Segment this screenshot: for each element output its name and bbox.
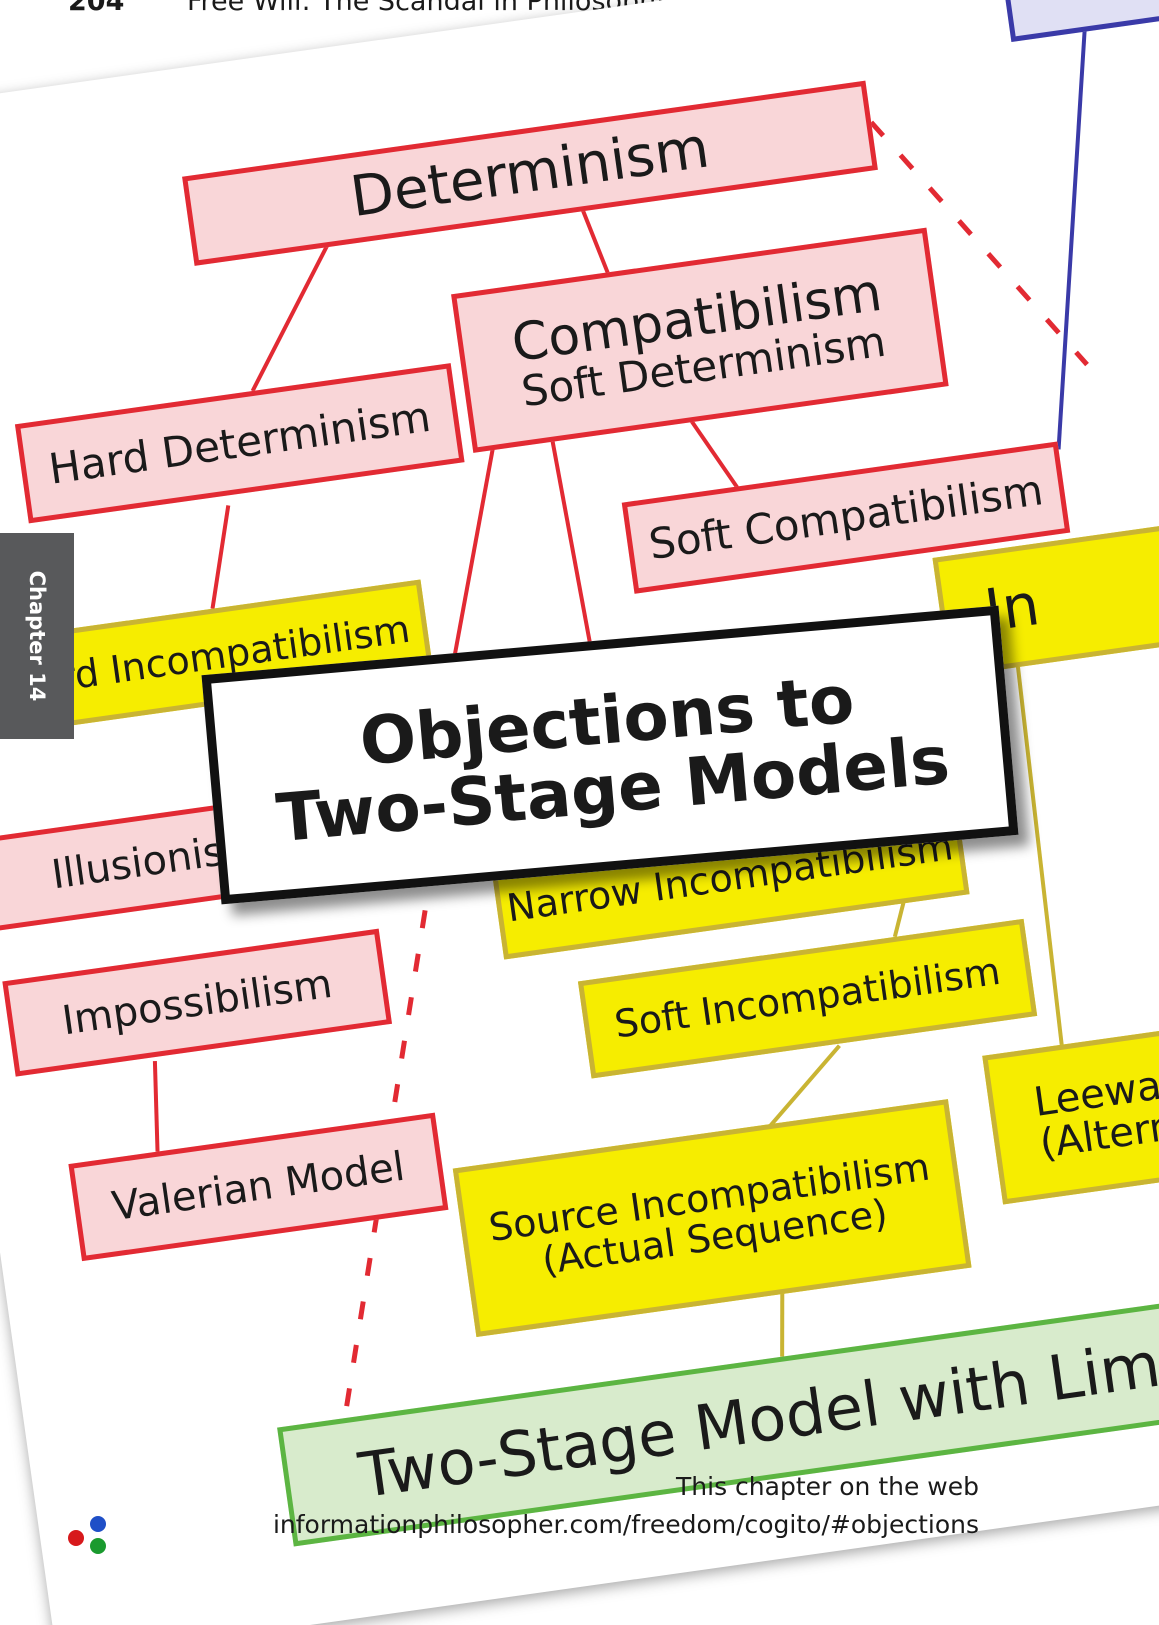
link-source-twostage <box>780 1285 785 1357</box>
logo-dot-green <box>90 1538 106 1554</box>
web-link-label: This chapter on the web <box>676 1472 979 1501</box>
logo-dot-red <box>68 1530 84 1546</box>
chapter-tab: Chapter 14 <box>0 533 74 739</box>
web-link-block: This chapter on the web informationphilo… <box>273 1468 979 1543</box>
link-soft-source <box>768 1044 841 1128</box>
link-determinism-hard <box>250 235 334 392</box>
chapter-tab-label: Chapter 14 <box>25 570 49 702</box>
link-in-leeway <box>1013 647 1065 1055</box>
link-dashed-left <box>332 736 456 1481</box>
web-link-url[interactable]: informationphilosopher.com/freedom/cogit… <box>272 1509 979 1539</box>
link-blue <box>1056 1 1089 450</box>
page-number: 204 <box>68 0 125 17</box>
logo-dot-blue <box>90 1516 106 1532</box>
book-title: Free Will: The Scandal in Philosophy <box>186 0 673 17</box>
link-dashed-right <box>869 120 1089 367</box>
publisher-logo-icon <box>68 1516 118 1556</box>
link-determinism-compat <box>577 200 613 281</box>
link-hard-hardincompat <box>210 505 231 609</box>
running-head: 204 Free Will: The Scandal in Philosophy <box>68 0 672 17</box>
link-compat-softcompat <box>689 419 744 496</box>
link-impossibilism-valerian <box>152 1061 160 1152</box>
